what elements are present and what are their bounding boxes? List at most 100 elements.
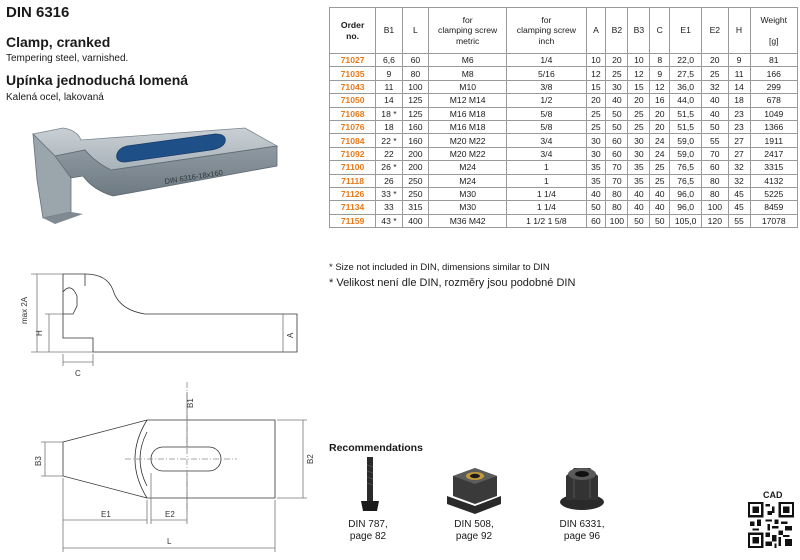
order-number-cell[interactable]: 71043	[328, 79, 377, 95]
order-number-cell[interactable]: 71050	[328, 93, 377, 108]
table-cell: 45	[727, 186, 751, 202]
table-cell: 8459	[749, 200, 799, 215]
table-cell: 8	[649, 52, 671, 68]
table-cell: 27	[727, 146, 751, 162]
table-cell: 25	[701, 66, 729, 81]
t-slot-bolt-icon[interactable]	[355, 455, 385, 517]
table-cell: 50	[701, 119, 729, 135]
table-cell: M24	[428, 160, 508, 175]
table-cell: 51,5	[669, 119, 703, 135]
column-header: L	[401, 7, 430, 54]
rec-din6331-name[interactable]: DIN 6331,	[559, 519, 605, 530]
table-cell: 30	[627, 133, 651, 148]
dim-e1: E1	[101, 510, 111, 519]
table-cell: 76,5	[669, 160, 703, 175]
table-cell: 125	[401, 106, 430, 121]
table-cell: 80	[701, 173, 729, 188]
column-header: B2	[605, 7, 629, 54]
table-cell: 33	[375, 200, 403, 215]
order-number-cell[interactable]: 71035	[328, 66, 377, 81]
table-cell: 3315	[749, 160, 799, 175]
product-name-en: Clamp, cranked	[6, 34, 111, 50]
column-header: C	[649, 7, 671, 54]
table-cell: 40	[627, 200, 651, 215]
qr-code-icon[interactable]	[748, 502, 794, 548]
table-cell: 23	[727, 106, 751, 121]
table-cell: 1 1/4	[506, 186, 587, 202]
column-header-line: B3	[633, 25, 645, 36]
table-cell: 96,0	[669, 186, 703, 202]
dim-b3: B3	[34, 456, 43, 466]
table-cell: 10	[627, 52, 651, 68]
table-cell: 9	[727, 52, 751, 68]
product-title: DIN 6316	[6, 4, 70, 21]
collar-nut-icon[interactable]	[558, 462, 606, 514]
order-number-cell[interactable]: 71076	[328, 119, 377, 135]
column-header-line: for	[541, 14, 552, 25]
column-header: A	[585, 7, 607, 54]
rec-din508-name[interactable]: DIN 508,	[454, 519, 494, 530]
table-cell: 50	[605, 106, 629, 121]
table-cell: M30	[428, 186, 508, 202]
table-cell: 60	[585, 213, 607, 229]
table-cell: 120	[701, 213, 729, 229]
order-number-cell[interactable]: 71092	[328, 146, 377, 162]
table-cell: 50	[649, 213, 671, 229]
dim-c: C	[75, 369, 81, 378]
rec-din508-page[interactable]: page 92	[455, 531, 493, 542]
order-number-cell[interactable]: 71118	[328, 173, 377, 188]
table-cell: 59,0	[669, 146, 703, 162]
table-cell: 1366	[749, 119, 799, 135]
dim-b2: B2	[306, 454, 315, 464]
cad-label: CAD	[763, 490, 783, 500]
table-cell: 6,6	[375, 52, 403, 68]
table-cell: 3/4	[506, 133, 587, 148]
table-cell: 32	[701, 79, 729, 95]
table-cell: 45	[727, 200, 751, 215]
table-cell: 55	[727, 213, 751, 229]
table-cell: 70	[605, 173, 629, 188]
dim-b1: B1	[186, 398, 195, 408]
order-number-cell[interactable]: 71027	[328, 52, 377, 68]
table-cell: 15	[585, 79, 607, 95]
dim-e2: E2	[165, 510, 175, 519]
note-cz: * Velikost není dle DIN, rozměry jsou po…	[329, 277, 576, 289]
table-cell: 20	[605, 52, 629, 68]
table-cell: 51,5	[669, 106, 703, 121]
table-cell: 5/8	[506, 106, 587, 121]
order-number-cell[interactable]: 71068	[328, 106, 377, 121]
column-header: B1	[375, 7, 403, 54]
table-cell: 24	[649, 146, 671, 162]
product-name-cz: Upínka jednoduchá lomená	[6, 72, 189, 88]
note-en: * Size not included in DIN, dimensions s…	[329, 262, 550, 273]
table-cell: 25	[627, 106, 651, 121]
order-number-cell[interactable]: 71126	[328, 186, 377, 202]
table-cell: 5225	[749, 186, 799, 202]
column-header-line: A	[593, 25, 599, 36]
table-cell: 17078	[749, 213, 799, 229]
rec-din787-name[interactable]: DIN 787,	[348, 519, 388, 530]
clamp-photo: DIN 6316-18x160	[32, 127, 279, 224]
table-cell: 25	[585, 119, 607, 135]
table-cell: 23	[727, 119, 751, 135]
column-header-line: no.	[346, 30, 360, 41]
table-cell: 70	[605, 160, 629, 175]
t-slot-nut-icon[interactable]	[445, 462, 503, 516]
column-header: E2	[701, 7, 729, 54]
order-number-cell[interactable]: 71159	[328, 213, 377, 229]
column-header-line: for	[462, 14, 473, 25]
table-cell: 32	[727, 173, 751, 188]
order-number-cell[interactable]: 71134	[328, 200, 377, 215]
table-cell: 1	[506, 160, 587, 175]
order-number-cell[interactable]: 71100	[328, 160, 377, 175]
rec-din6331-page[interactable]: page 96	[563, 531, 601, 542]
column-header: B3	[627, 7, 651, 54]
order-number-cell[interactable]: 71084	[328, 133, 377, 148]
column-header-line: Order	[340, 20, 365, 30]
rec-din787-page[interactable]: page 82	[349, 531, 387, 542]
